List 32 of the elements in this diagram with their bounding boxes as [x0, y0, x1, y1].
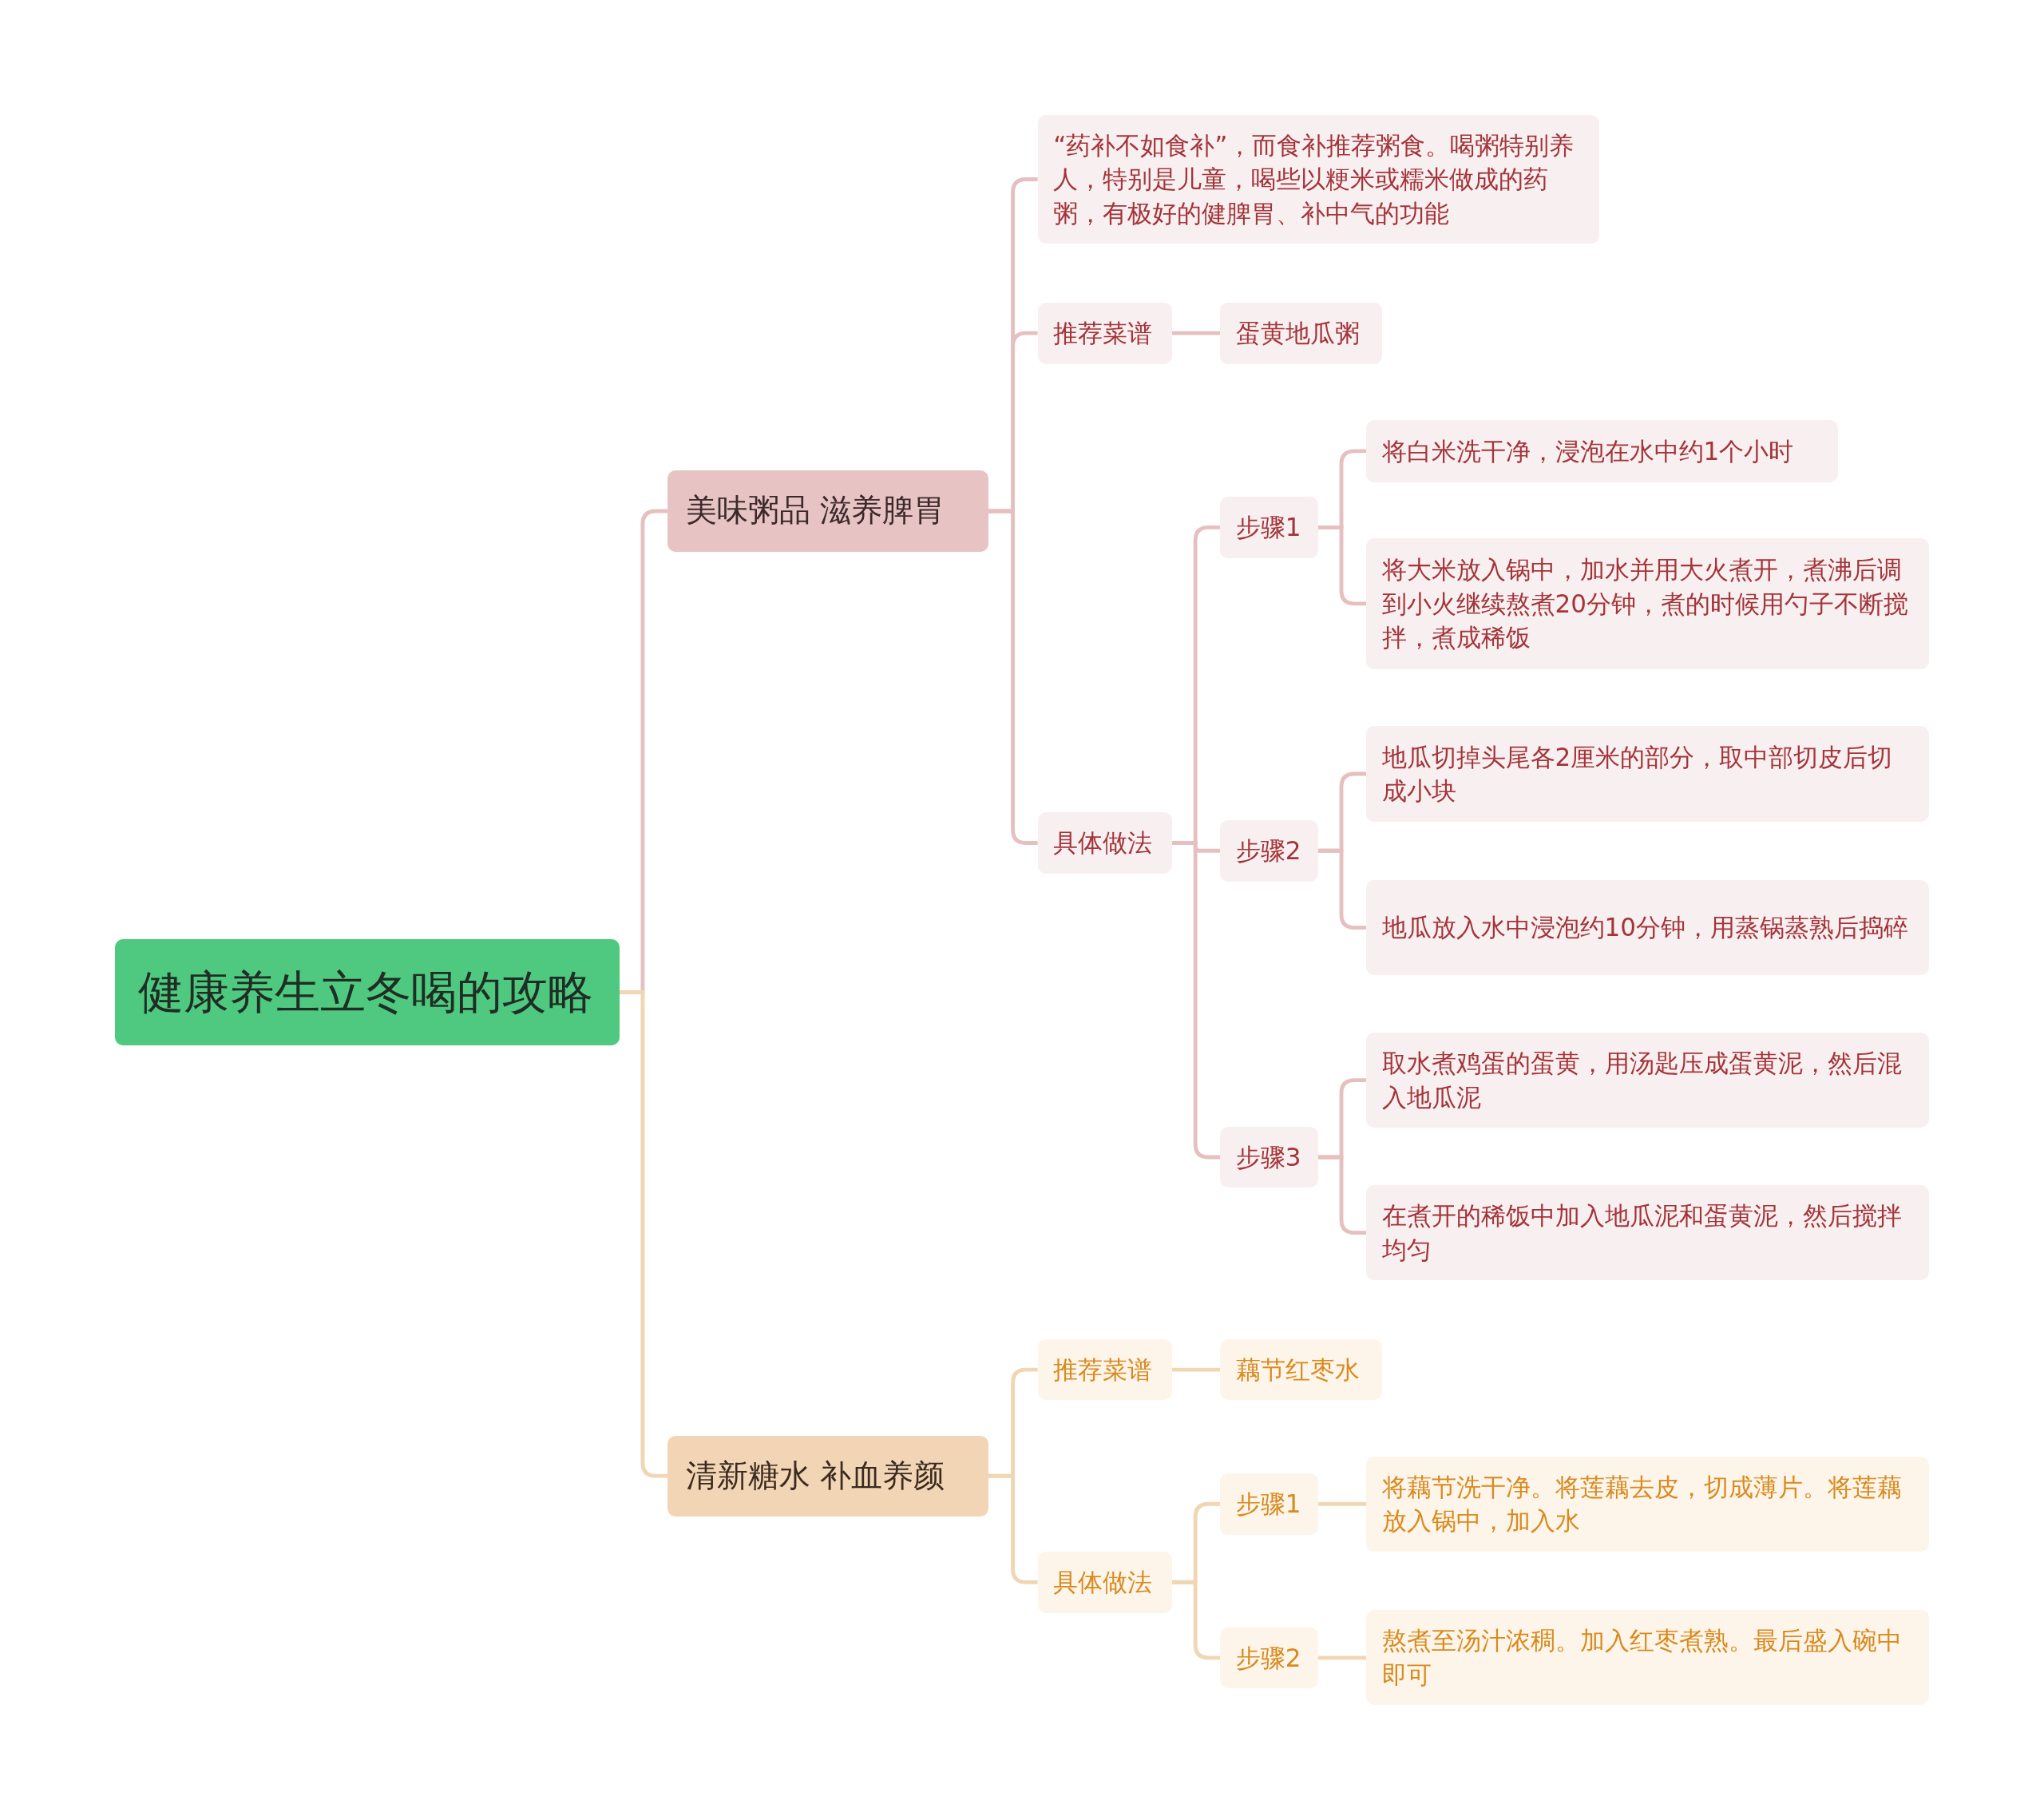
text-box: “药补不如食补”，而食补推荐粥食。喝粥特别养人，特别是儿童，喝些以粳米或糯米做成的药粥，有极好的健脾胃、补中气的功能: [1037, 114, 1600, 244]
text-box: 步骤1: [1220, 1473, 1318, 1535]
text-box: 地瓜切掉头尾各2厘米的部分，取中部切皮后切成小块: [1366, 726, 1930, 822]
text-box: 具体做法: [1037, 812, 1172, 874]
text-box: 在煮开的稀饭中加入地瓜泥和蛋黄泥，然后搅拌均匀: [1366, 1185, 1930, 1281]
connector-line: [1171, 1367, 1221, 1372]
connector-line: [1317, 1155, 1366, 1235]
connector-line: [1171, 1580, 1221, 1660]
connector-line: [1317, 1655, 1366, 1660]
text-box: 步骤2: [1220, 819, 1318, 882]
text-box: 步骤1: [1220, 497, 1318, 558]
connector-line: [1317, 1501, 1366, 1506]
text-box: 蛋黄地瓜粥: [1220, 302, 1382, 364]
branch-box: 美味粥品 滋养脾胃: [667, 470, 988, 552]
text-box: 地瓜放入水中浸泡约10分钟，用蒸锅蒸熟后捣碎: [1366, 880, 1930, 976]
connector-line: [1171, 331, 1221, 335]
text-box: 具体做法: [1037, 1551, 1172, 1613]
text-box: 将白米洗干净，浸泡在水中约1个小时: [1366, 419, 1839, 483]
text-box: 推荐菜谱: [1037, 1338, 1172, 1401]
text-box: 步骤2: [1220, 1627, 1318, 1689]
topic-box: 健康养生立冬喝的攻略: [114, 938, 620, 1046]
text-box: 取水煮鸡蛋的蛋黄，用汤匙压成蛋黄泥，然后混入地瓜泥: [1366, 1033, 1930, 1128]
connector-line: [1171, 841, 1221, 1160]
text-box: 将大米放入锅中，加水并用大火煮开，煮沸后调到小火继续熬煮20分钟，煮的时候用勺子不断搅拌，煮成稀饭: [1366, 538, 1930, 669]
text-box: 推荐菜谱: [1037, 302, 1172, 364]
connector-line: [1317, 848, 1366, 930]
connector-line: [1317, 525, 1366, 606]
text-box: 将藕节洗干净。将莲藕去皮，切成薄片。将莲藕放入锅中，加入水: [1366, 1456, 1930, 1552]
text-box: 熬煮至汤汁浓稠。加入红枣煮熟。最后盛入碗中即可: [1366, 1610, 1930, 1706]
text-box: 步骤3: [1220, 1126, 1318, 1188]
branch-box: 清新糖水 补血养颜: [667, 1435, 988, 1517]
text-box: 藕节红枣水: [1220, 1338, 1382, 1401]
